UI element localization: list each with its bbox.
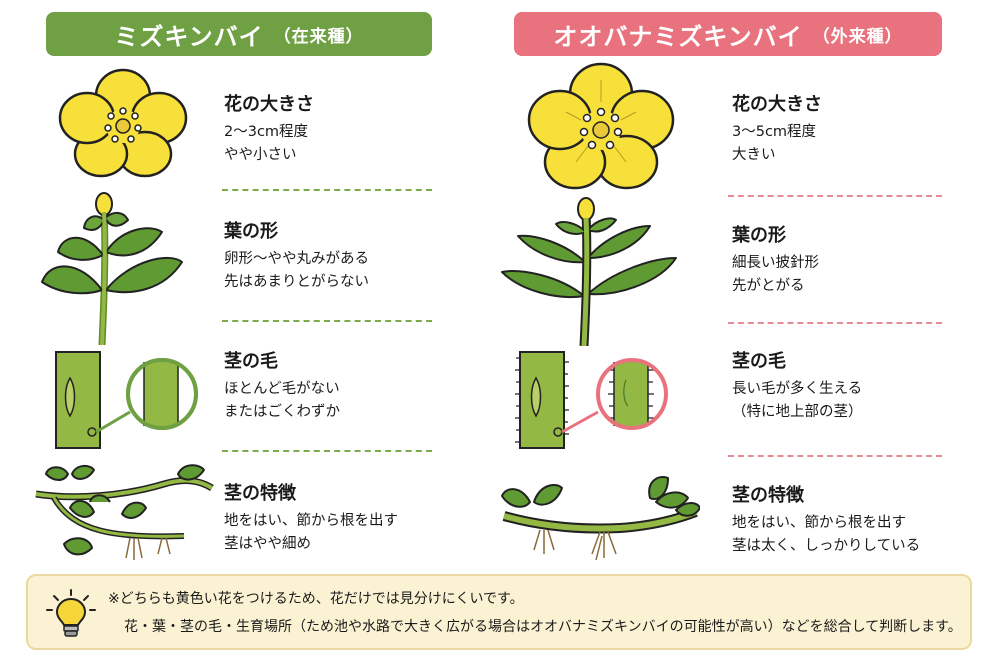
note-line-1: ※どちらも黄色い花をつけるため、花だけでは見分けにくいです。 — [108, 591, 524, 607]
native-species-tag: （在来種） — [273, 26, 364, 47]
native-separator-2 — [222, 320, 432, 322]
invasive-separator-3 — [728, 455, 942, 457]
native-stem-hair-line1: ほとんど毛がない — [224, 381, 340, 397]
native-species-name: ミズキンバイ — [114, 22, 264, 51]
native-stem-feature-line2: 茎はやや細め — [224, 536, 311, 552]
invasive-stem-hair-title: 茎の毛 — [732, 351, 786, 372]
invasive-flower-size-line1: 3〜5cm程度 — [732, 124, 817, 140]
invasive-stem-illustration — [515, 351, 668, 449]
native-stem-feature-title: 茎の特徴 — [224, 483, 296, 504]
native-leaf-illustration — [41, 192, 183, 345]
invasive-species-tag: （外来種） — [812, 26, 903, 47]
invasive-flower-size-line2: 大きい — [732, 147, 776, 163]
invasive-leaf-illustration — [501, 197, 677, 346]
note-box: ※どちらも黄色い花をつけるため、花だけでは見分けにくいです。 花・葉・茎の毛・生… — [26, 574, 972, 650]
invasive-species-header: オオバナミズキンバイ （外来種） — [514, 12, 942, 56]
invasive-separator-2 — [728, 322, 942, 324]
invasive-stem-hair-line1: 長い毛が多く生える — [732, 381, 863, 397]
native-stem-illustration — [55, 351, 198, 449]
invasive-leaf-shape-line1: 細長い披針形 — [732, 255, 819, 271]
invasive-creeping-stem-illustration — [501, 476, 700, 561]
native-row-flower-size: 花の大きさ 2〜3cm程度 やや小さい — [224, 93, 314, 167]
native-leaf-shape-line1: 卵形〜やや丸みがある — [224, 251, 369, 267]
native-species-header: ミズキンバイ （在来種） — [46, 12, 432, 56]
native-row-stem-feature: 茎の特徴 地をはい、節から根を出す 茎はやや細め — [224, 482, 398, 556]
invasive-stem-hair-line2: （特に地上部の茎） — [732, 404, 863, 420]
invasive-leaf-shape-line2: 先がとがる — [732, 278, 805, 294]
invasive-row-flower-size: 花の大きさ 3〜5cm程度 大きい — [732, 93, 822, 167]
native-stem-feature-line1: 地をはい、節から根を出す — [224, 513, 398, 529]
invasive-flower-illustration — [527, 62, 675, 190]
invasive-row-stem-feature: 茎の特徴 地をはい、節から根を出す 茎は太く、しっかりしている — [732, 484, 920, 558]
native-stem-hair-line2: またはごくわずか — [224, 404, 340, 420]
native-flower-size-line2: やや小さい — [224, 147, 297, 163]
note-line-2: 花・葉・茎の毛・生育場所（ため池や水路で大きく広がる場合はオオバナミズキンバイの… — [124, 619, 962, 635]
native-stem-hair-title: 茎の毛 — [224, 351, 278, 372]
native-flower-size-line1: 2〜3cm程度 — [224, 124, 309, 140]
native-separator-1 — [222, 189, 432, 191]
invasive-stem-feature-line2: 茎は太く、しっかりしている — [732, 538, 921, 554]
native-flower-size-title: 花の大きさ — [224, 94, 314, 115]
light-bulb-icon — [46, 589, 96, 637]
native-row-leaf-shape: 葉の形 卵形〜やや丸みがある 先はあまりとがらない — [224, 220, 369, 294]
native-leaf-shape-title: 葉の形 — [224, 221, 278, 242]
invasive-row-stem-hair: 茎の毛 長い毛が多く生える （特に地上部の茎） — [732, 350, 863, 424]
native-separator-3 — [222, 450, 432, 452]
native-creeping-stem-illustration — [35, 464, 214, 560]
invasive-flower-size-title: 花の大きさ — [732, 94, 822, 115]
native-leaf-shape-line2: 先はあまりとがらない — [224, 274, 369, 290]
invasive-stem-feature-line1: 地をはい、節から根を出す — [732, 515, 906, 531]
invasive-species-name: オオバナミズキンバイ — [553, 22, 803, 51]
invasive-separator-1 — [728, 195, 942, 197]
native-row-stem-hair: 茎の毛 ほとんど毛がない またはごくわずか — [224, 350, 340, 424]
invasive-leaf-shape-title: 葉の形 — [732, 225, 786, 246]
native-flower-illustration — [58, 68, 188, 178]
invasive-row-leaf-shape: 葉の形 細長い披針形 先がとがる — [732, 224, 819, 298]
invasive-stem-feature-title: 茎の特徴 — [732, 485, 804, 506]
